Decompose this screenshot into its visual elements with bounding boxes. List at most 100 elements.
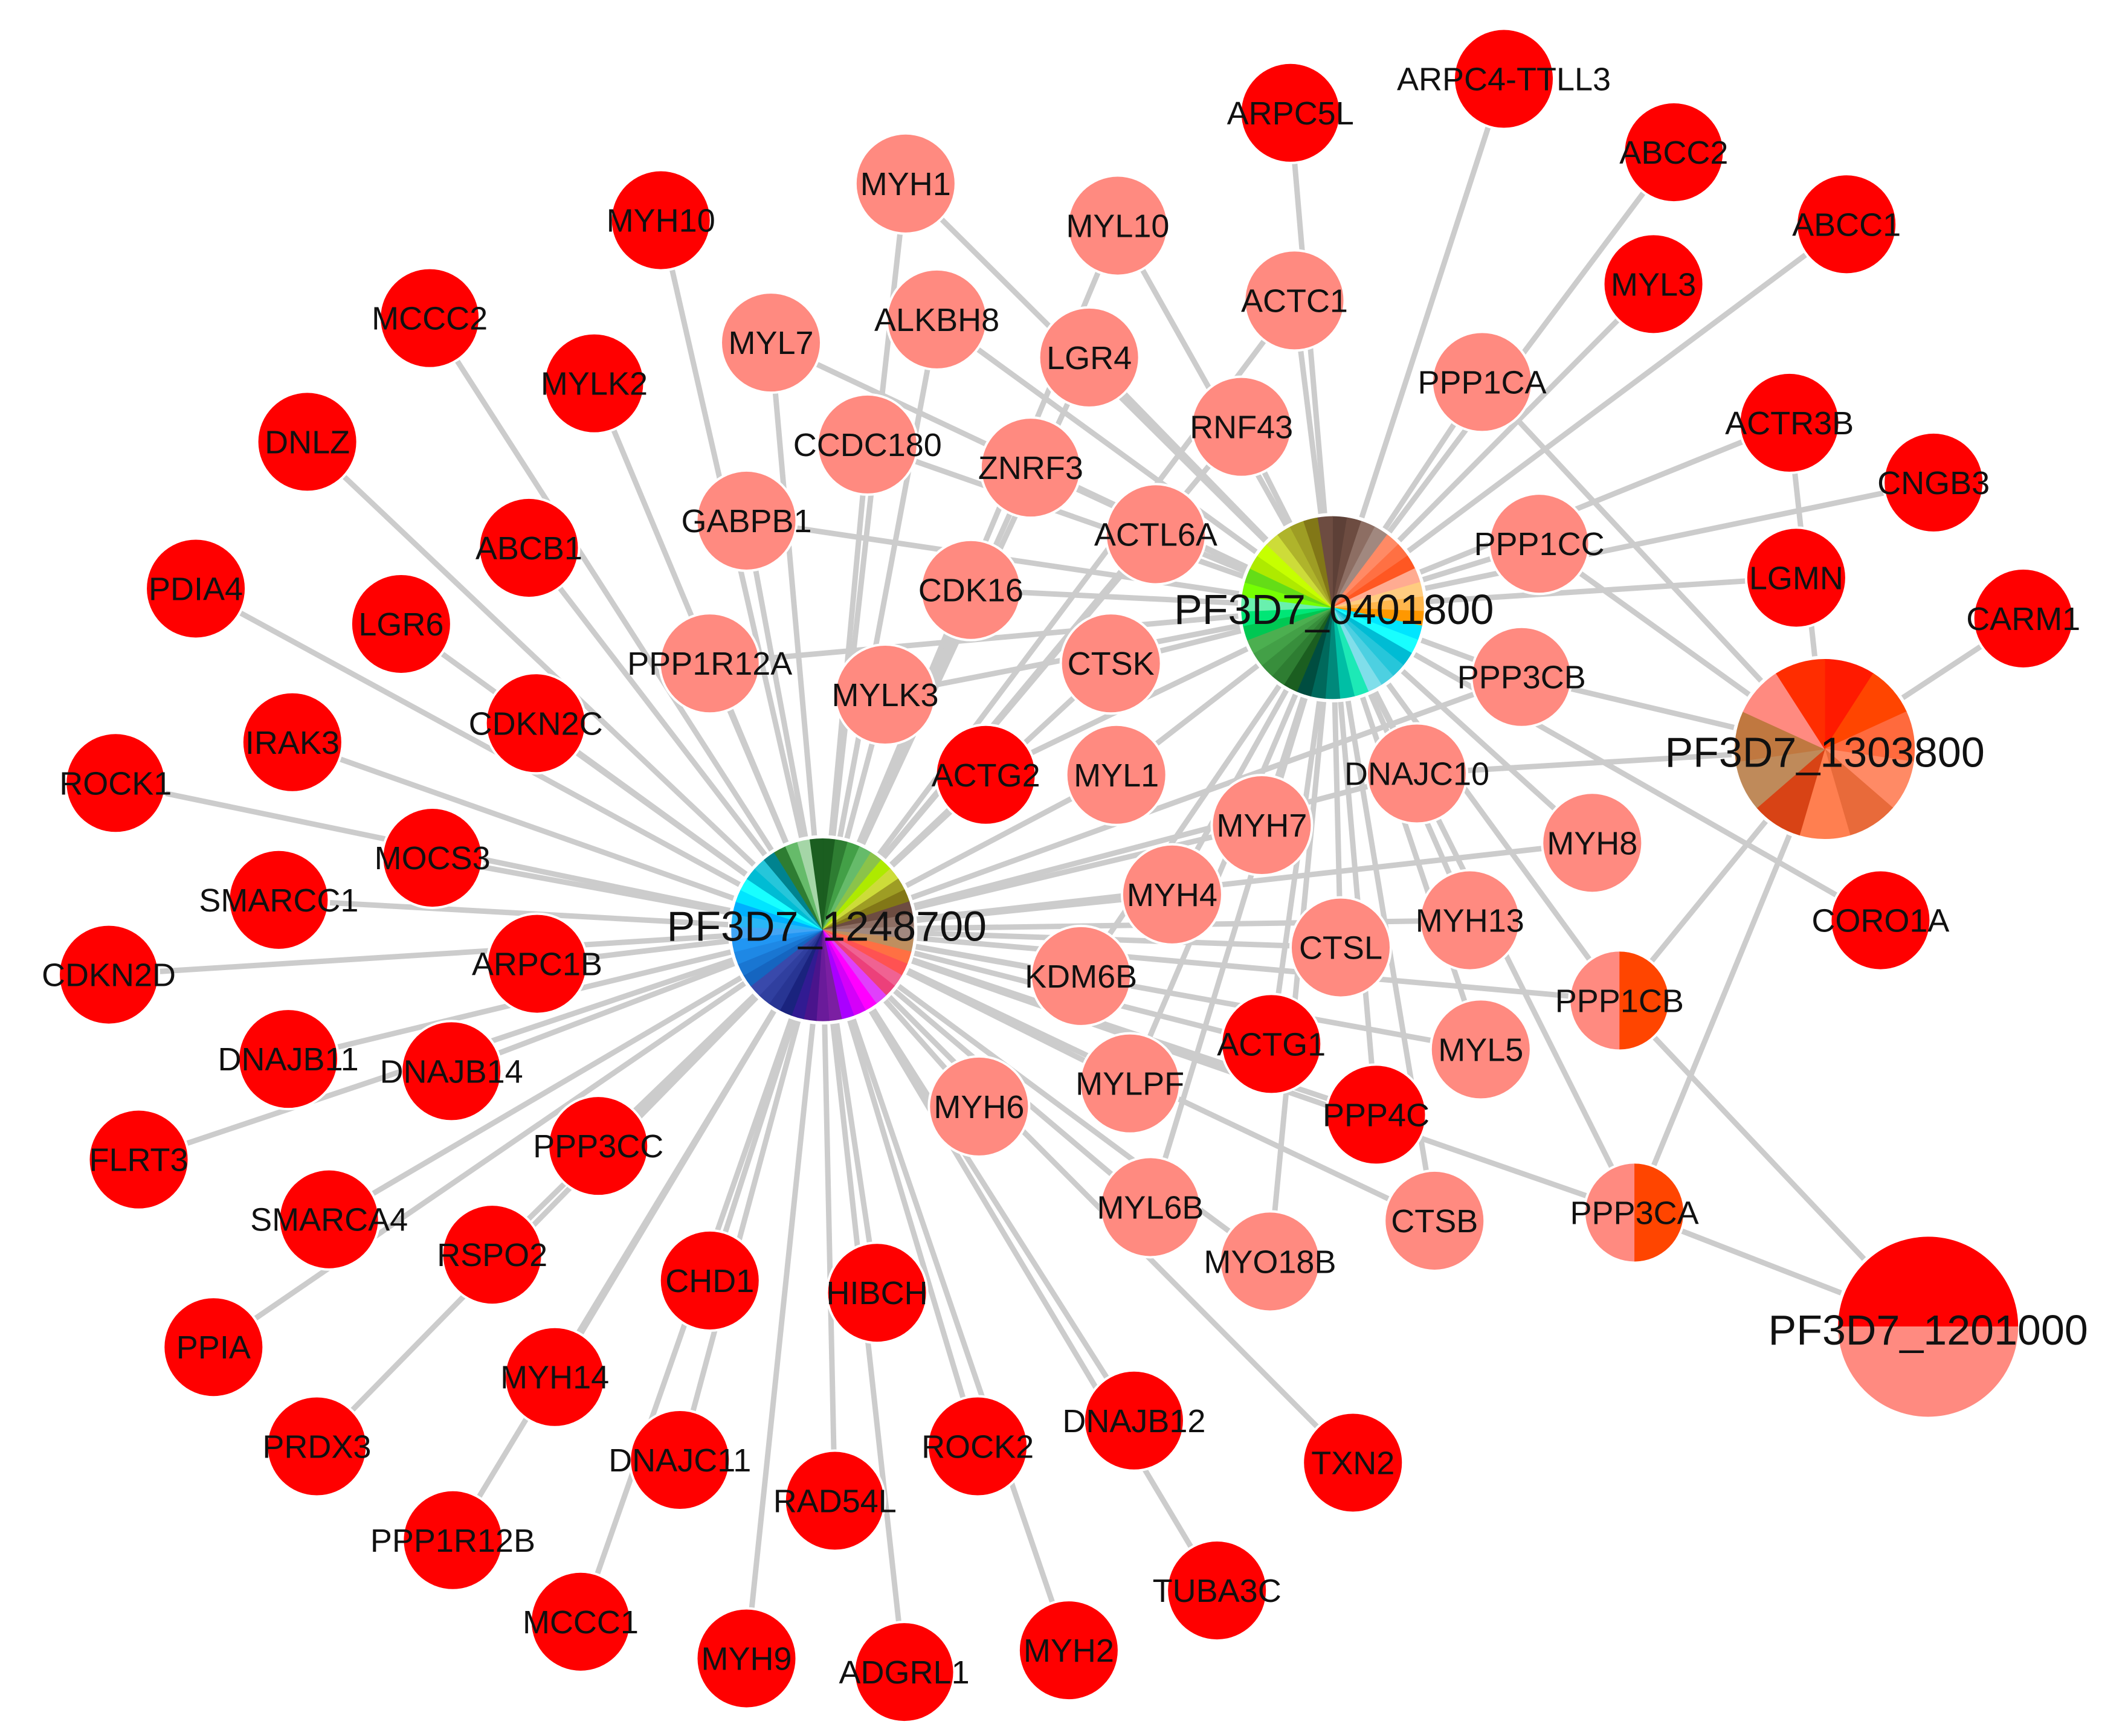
gene-node-cdkn2c[interactable]: CDKN2C <box>469 672 603 775</box>
gene-node-ppp1ca[interactable]: PPP1CA <box>1417 330 1547 434</box>
gene-node-actr3b[interactable]: ACTR3B <box>1725 371 1854 474</box>
gene-node-ppp1r12b[interactable]: PPP1R12B <box>370 1488 535 1592</box>
gene-node-ppp4c[interactable]: PPP4C <box>1323 1063 1430 1166</box>
gene-node-myl5[interactable]: MYL5 <box>1429 998 1532 1101</box>
gene-node-ppp3cb[interactable]: PPP3CB <box>1457 625 1586 728</box>
gene-node-dnajb14[interactable]: DNAJB14 <box>380 1020 523 1123</box>
gene-node-abcb1[interactable]: ABCB1 <box>476 496 582 599</box>
gene-node-myh9[interactable]: MYH9 <box>695 1607 798 1710</box>
gene-node-mocs3[interactable]: MOCS3 <box>375 806 491 910</box>
gene-node-ccdc180[interactable]: CCDC180 <box>793 393 942 496</box>
gene-node-arpc1b[interactable]: ARPC1B <box>472 912 602 1015</box>
hub-node-pf3d7-1201000[interactable]: PF3D7_1201000 <box>1768 1233 2088 1420</box>
gene-node-smarca4[interactable]: SMARCA4 <box>250 1168 408 1271</box>
gene-node-myh8[interactable]: MYH8 <box>1541 791 1644 895</box>
gene-label: ACTR3B <box>1725 405 1854 442</box>
gene-node-actg2[interactable]: ACTG2 <box>932 723 1040 826</box>
gene-label: ACTG1 <box>1217 1026 1326 1062</box>
gene-node-mylk2[interactable]: MYLK2 <box>541 332 648 435</box>
gene-node-rock1[interactable]: ROCK1 <box>59 731 172 835</box>
gene-node-flrt3[interactable]: FLRT3 <box>87 1108 190 1211</box>
gene-node-myh7[interactable]: MYH7 <box>1210 774 1314 877</box>
node-circle <box>66 734 165 832</box>
gene-node-tuba3c[interactable]: TUBA3C <box>1153 1539 1282 1642</box>
gene-label: MYH8 <box>1547 825 1637 861</box>
gene-node-myl6b[interactable]: MYL6B <box>1097 1156 1204 1259</box>
gene-node-smarcc1[interactable]: SMARCC1 <box>199 848 358 951</box>
gene-node-carm1[interactable]: CARM1 <box>1966 567 2080 670</box>
gene-node-mccc1[interactable]: MCCC1 <box>523 1570 639 1673</box>
gene-node-myl7[interactable]: MYL7 <box>720 291 823 394</box>
hub-node-pf3d7-0401800[interactable]: PF3D7_0401800 <box>1174 513 1494 702</box>
gene-node-ppp1cc[interactable]: PPP1CC <box>1474 492 1605 596</box>
gene-label: LGR4 <box>1046 340 1132 376</box>
gene-node-dnajc10[interactable]: DNAJC10 <box>1344 722 1489 825</box>
gene-node-myl10[interactable]: MYL10 <box>1066 174 1169 277</box>
node-circle <box>1192 378 1291 476</box>
gene-node-myh2[interactable]: MYH2 <box>1017 1599 1120 1702</box>
gene-node-adgrl1[interactable]: ADGRL1 <box>839 1621 970 1724</box>
gene-node-cngb3[interactable]: CNGB3 <box>1877 431 1990 534</box>
gene-node-myh10[interactable]: MYH10 <box>607 169 715 272</box>
gene-node-kdm6b[interactable]: KDM6B <box>1025 924 1137 1027</box>
gene-node-pdia4[interactable]: PDIA4 <box>144 537 248 640</box>
gene-node-actg1[interactable]: ACTG1 <box>1217 992 1326 1096</box>
gene-node-irak3[interactable]: IRAK3 <box>240 690 344 794</box>
gene-node-mylpf[interactable]: MYLPF <box>1075 1032 1184 1135</box>
gene-node-ctsk[interactable]: CTSK <box>1059 612 1162 715</box>
gene-node-chd1[interactable]: CHD1 <box>658 1229 761 1332</box>
gene-node-rspo2[interactable]: RSPO2 <box>437 1203 547 1307</box>
gene-node-cdk16[interactable]: CDK16 <box>918 538 1024 641</box>
node-circle <box>531 1572 630 1671</box>
gene-node-cdkn2d[interactable]: CDKN2D <box>42 923 176 1026</box>
node-circle <box>488 915 586 1013</box>
gene-node-lgmn[interactable]: LGMN <box>1744 526 1848 629</box>
gene-node-coro1a[interactable]: CORO1A <box>1811 869 1949 972</box>
gene-node-dnajb11[interactable]: DNAJB11 <box>218 1008 359 1111</box>
gene-node-ppp1r12a[interactable]: PPP1R12A <box>627 612 792 715</box>
gene-node-ppp3cc[interactable]: PPP3CC <box>533 1095 663 1198</box>
gene-label: MYH14 <box>500 1360 609 1396</box>
gene-node-myh13[interactable]: MYH13 <box>1416 869 1524 972</box>
gene-node-abcc2[interactable]: ABCC2 <box>1619 101 1728 204</box>
gene-node-actl6a[interactable]: ACTL6A <box>1094 483 1217 586</box>
gene-node-myl3[interactable]: MYL3 <box>1602 233 1705 336</box>
gene-node-mccc2[interactable]: MCCC2 <box>372 266 488 370</box>
gene-node-dnajb12[interactable]: DNAJB12 <box>1062 1369 1205 1472</box>
gene-node-ctsb[interactable]: CTSB <box>1383 1169 1486 1272</box>
gene-node-dnajc11[interactable]: DNAJC11 <box>608 1408 751 1512</box>
gene-node-myh14[interactable]: MYH14 <box>500 1325 609 1429</box>
gene-node-arpc4-ttll3[interactable]: ARPC4-TTLL3 <box>1397 27 1611 130</box>
gene-node-hibch[interactable]: HIBCH <box>825 1241 929 1345</box>
gene-node-lgr6[interactable]: LGR6 <box>349 572 453 675</box>
gene-node-myh6[interactable]: MYH6 <box>927 1055 1031 1158</box>
gene-node-rad54l[interactable]: RAD54L <box>773 1449 897 1552</box>
gene-node-mylk3[interactable]: MYLK3 <box>832 643 939 747</box>
gene-node-gabpb1[interactable]: GABPB1 <box>681 469 812 572</box>
gene-label: PPP1CC <box>1474 526 1604 562</box>
gene-node-rock2[interactable]: ROCK2 <box>921 1395 1034 1498</box>
gene-node-znrf3[interactable]: ZNRF3 <box>978 416 1083 519</box>
gene-node-ctsl[interactable]: CTSL <box>1289 896 1392 999</box>
gene-node-actc1[interactable]: ACTC1 <box>1241 249 1348 352</box>
gene-node-abcc1[interactable]: ABCC1 <box>1792 173 1901 276</box>
gene-node-myh4[interactable]: MYH4 <box>1120 843 1224 946</box>
gene-node-ppp3ca[interactable]: PPP3CA <box>1570 1161 1699 1264</box>
node-circle <box>1420 871 1519 969</box>
hub-node-pf3d7-1248700[interactable]: PF3D7_1248700 <box>667 835 987 1025</box>
gene-node-txn2[interactable]: TXN2 <box>1301 1411 1405 1514</box>
gene-node-rnf43[interactable]: RNF43 <box>1190 375 1293 478</box>
node-circle <box>1831 871 1930 969</box>
gene-node-ppia[interactable]: PPIA <box>162 1296 265 1399</box>
gene-label: TXN2 <box>1311 1445 1394 1482</box>
gene-node-alkbh8[interactable]: ALKBH8 <box>874 268 999 371</box>
gene-node-prdx3[interactable]: PRDX3 <box>262 1395 371 1498</box>
hub-node-pf3d7-1303800[interactable]: PF3D7_1303800 <box>1665 655 1985 843</box>
gene-node-lgr4[interactable]: LGR4 <box>1037 306 1141 409</box>
gene-node-myh1[interactable]: MYH1 <box>854 132 957 235</box>
gene-node-dnlz[interactable]: DNLZ <box>256 390 359 493</box>
gene-node-ppp1cb[interactable]: PPP1CB <box>1555 949 1684 1052</box>
gene-node-myl1[interactable]: MYL1 <box>1065 723 1168 826</box>
gene-node-arpc5l[interactable]: ARPC5L <box>1227 61 1354 164</box>
gene-node-myo18b[interactable]: MYO18B <box>1204 1210 1336 1313</box>
